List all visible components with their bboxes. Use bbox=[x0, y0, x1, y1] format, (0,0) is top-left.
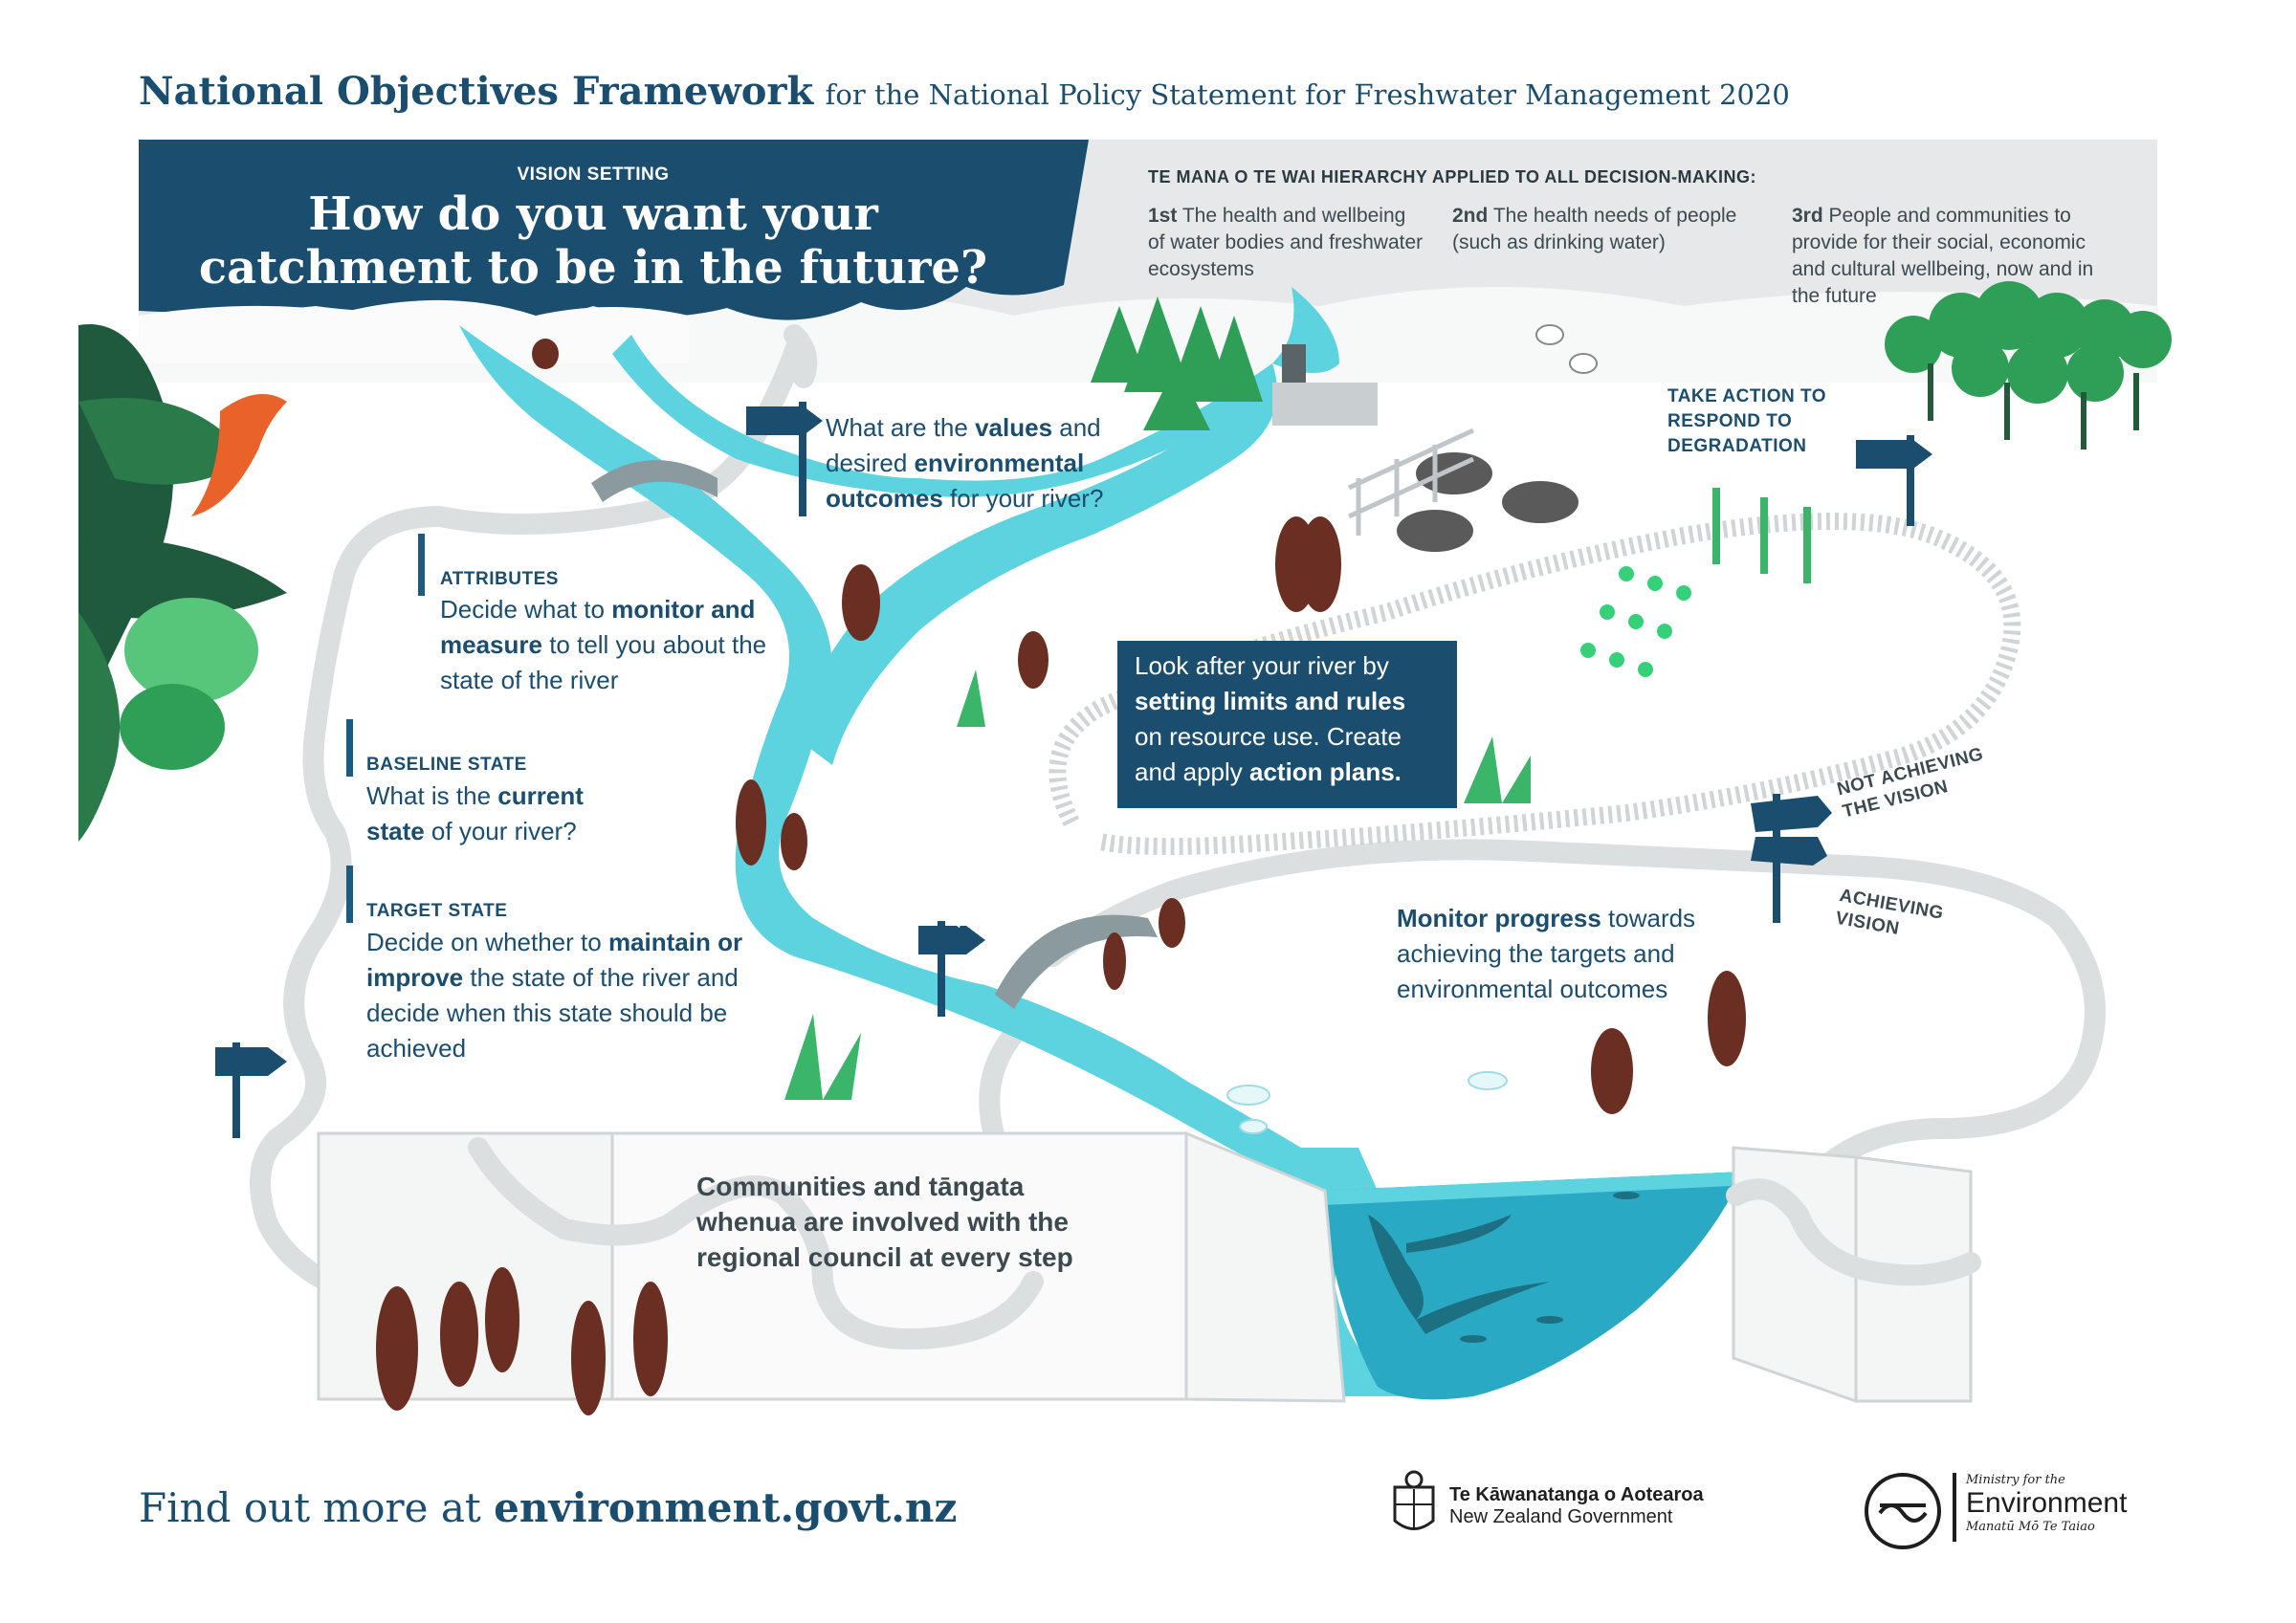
hierarchy-first: 1st The health and wellbeing of water bo… bbox=[1148, 205, 1424, 280]
attributes-bar bbox=[418, 534, 425, 596]
pine-trees bbox=[1091, 296, 1263, 430]
target-text: Decide on whether to maintain or improve… bbox=[366, 928, 743, 1063]
mfe-logo-icon bbox=[1863, 1471, 1943, 1551]
hierarchy-third: 3rd People and communities to provide fo… bbox=[1792, 205, 2094, 307]
nz-government-crest-icon bbox=[1385, 1468, 1443, 1545]
native-foliage bbox=[78, 324, 287, 842]
bridge-bottom bbox=[995, 914, 1158, 1009]
hierarchy-second: 2nd The health needs of people (such as … bbox=[1452, 205, 1737, 253]
people-figures bbox=[376, 339, 1746, 1415]
page-header: National Objectives Framework for the Na… bbox=[139, 69, 2148, 114]
attributes-label: ATTRIBUTES bbox=[440, 569, 559, 589]
vision-question: How do you want your catchment to be in … bbox=[198, 187, 988, 295]
vision-label: VISION SETTING bbox=[517, 164, 670, 185]
target-bar bbox=[346, 866, 353, 923]
nz-government-text: Te Kāwanatanga o Aotearoa New Zealand Go… bbox=[1449, 1484, 1704, 1527]
target-label: TARGET STATE bbox=[366, 901, 508, 921]
crops bbox=[1580, 488, 1811, 677]
bridge-top bbox=[591, 460, 718, 502]
degradation-loop bbox=[1049, 513, 2021, 855]
communities-text: Communities and tāngata whenua are invol… bbox=[696, 1172, 1073, 1272]
hierarchy-label: TE MANA O TE WAI HIERARCHY APPLIED TO AL… bbox=[1148, 167, 1757, 186]
mfe-divider bbox=[1953, 1473, 1956, 1542]
signposts bbox=[215, 402, 1932, 1138]
baseline-text: What is the current state of your river? bbox=[366, 781, 584, 845]
footer-url-link[interactable]: environment.govt.nz bbox=[494, 1484, 958, 1531]
river bbox=[459, 325, 1416, 1396]
take-action-label: TAKE ACTION TO RESPOND TO DEGRADATION bbox=[1667, 386, 1827, 456]
flax-plants bbox=[784, 669, 1531, 1100]
action-box: Look after your river by setting limits … bbox=[1117, 641, 1457, 808]
values-question: What are the values and desired environm… bbox=[826, 413, 1104, 513]
monitor-text: Monitor progress towards achieving the t… bbox=[1397, 904, 1696, 1003]
rocks bbox=[1226, 1071, 1508, 1134]
baseline-label: BASELINE STATE bbox=[366, 755, 527, 775]
eel bbox=[1368, 1215, 1424, 1320]
forest-trees bbox=[1885, 281, 2172, 450]
mfe-text: Ministry for the Environment Manatū Mō T… bbox=[1966, 1473, 2128, 1534]
baseline-bar bbox=[346, 719, 353, 777]
attributes-text: Decide what to monitor and measure to te… bbox=[440, 595, 767, 694]
dam bbox=[1272, 383, 1378, 426]
bird bbox=[191, 394, 287, 516]
page-title: National Objectives Framework bbox=[139, 69, 814, 114]
footer-find-more: Find out more at environment.govt.nz bbox=[139, 1484, 958, 1531]
vision-panel bbox=[139, 140, 1089, 320]
page-subtitle: for the National Policy Statement for Fr… bbox=[825, 78, 1790, 111]
